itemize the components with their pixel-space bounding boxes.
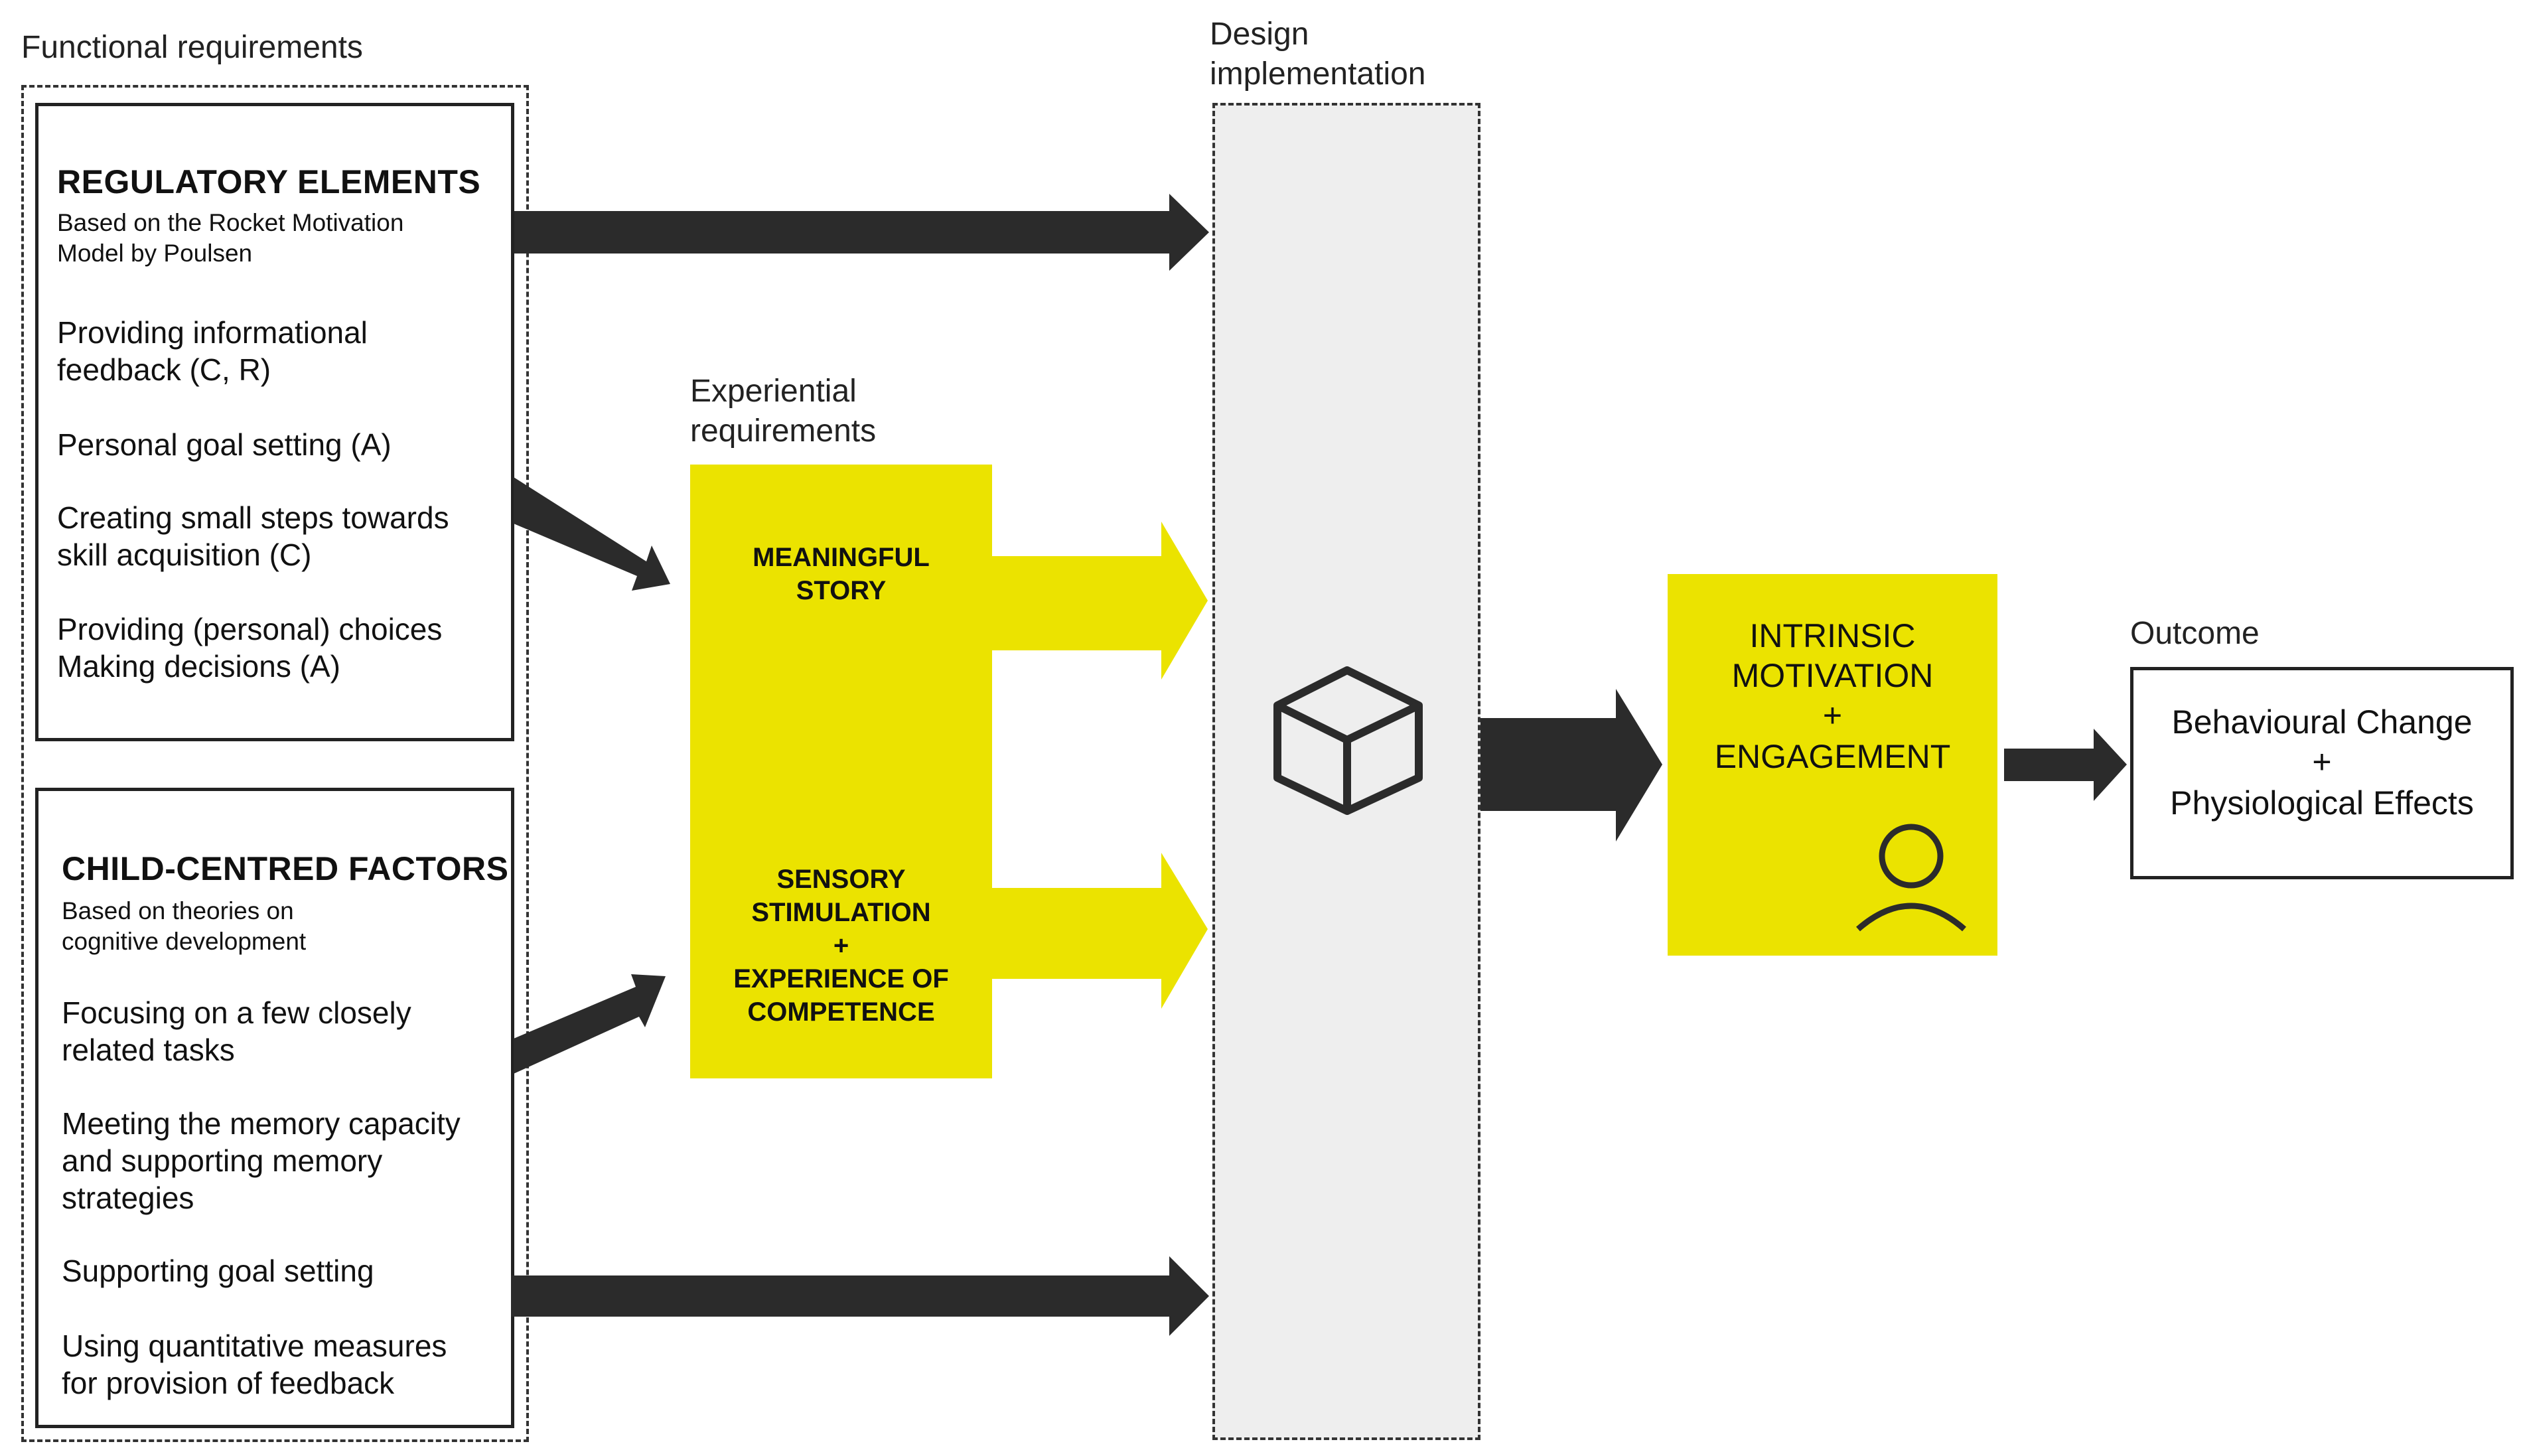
- regulatory-elements-box: [35, 103, 514, 741]
- outcome-label: Outcome: [2130, 616, 2260, 651]
- arrow-sensory-to-design: [992, 853, 1208, 1009]
- regulatory-item: Personal goal setting (A): [57, 427, 392, 462]
- design-implementation-label: Design implementation: [1210, 17, 1426, 92]
- cube-icon: [1273, 666, 1423, 815]
- arrow-regulatory-to-design: [514, 194, 1209, 271]
- outcome-plus: +: [2312, 743, 2332, 780]
- outcome-box: [2130, 667, 2514, 879]
- regulatory-item: Providing informational feedback (C, R): [57, 315, 368, 387]
- regulatory-elements-subtitle: Based on the Rocket Motivation Model by …: [57, 209, 404, 267]
- child-centred-factors-subtitle: Based on theories on cognitive developme…: [62, 897, 307, 955]
- physiological-effects-label: Physiological Effects: [2170, 784, 2474, 822]
- intrinsic-plus: +: [1822, 697, 1843, 734]
- meaningful-story-label: MEANINGFUL STORY: [753, 543, 930, 605]
- intrinsic-motivation-block: [1668, 574, 1997, 956]
- regulatory-item: Creating small steps towards skill acqui…: [57, 500, 449, 572]
- arrow-meaningful-story-to-design: [992, 522, 1208, 680]
- engagement-label: ENGAGEMENT: [1714, 738, 1951, 775]
- child-item: Using quantitative measures for provisio…: [62, 1329, 447, 1400]
- arrow-regulatory-to-experiential: [514, 477, 670, 591]
- arrow-intrinsic-to-outcome: [2004, 729, 2127, 801]
- child-item: Meeting the memory capacity and supporti…: [62, 1106, 461, 1215]
- arrow-child-to-design: [511, 1256, 1209, 1336]
- person-icon: [1856, 824, 1966, 932]
- arrow-child-to-experiential: [514, 974, 666, 1074]
- experiential-requirements-label: Experiential requirements: [690, 374, 877, 449]
- experiential-requirements-block: [690, 465, 992, 1078]
- child-item: Focusing on a few closely related tasks: [62, 995, 411, 1067]
- intrinsic-label: INTRINSIC: [1749, 617, 1916, 654]
- child-centred-factors-box: [35, 788, 514, 1428]
- behavioural-change-label: Behavioural Change: [2171, 703, 2473, 741]
- regulatory-item: Providing (personal) choices Making deci…: [57, 612, 443, 684]
- child-item: Supporting goal setting: [62, 1254, 374, 1288]
- regulatory-elements-title: REGULATORY ELEMENTS: [57, 163, 481, 200]
- motivation-label: MOTIVATION: [1731, 657, 1934, 694]
- arrow-design-to-intrinsic: [1480, 689, 1662, 841]
- child-centred-factors-title: CHILD-CENTRED FACTORS: [62, 850, 509, 887]
- functional-requirements-label: Functional requirements: [21, 30, 363, 65]
- sensory-stimulation-label: SENSORY STIMULATION + EXPERIENCE OF COMP…: [733, 865, 949, 1027]
- functional-requirements-group: [21, 85, 529, 1442]
